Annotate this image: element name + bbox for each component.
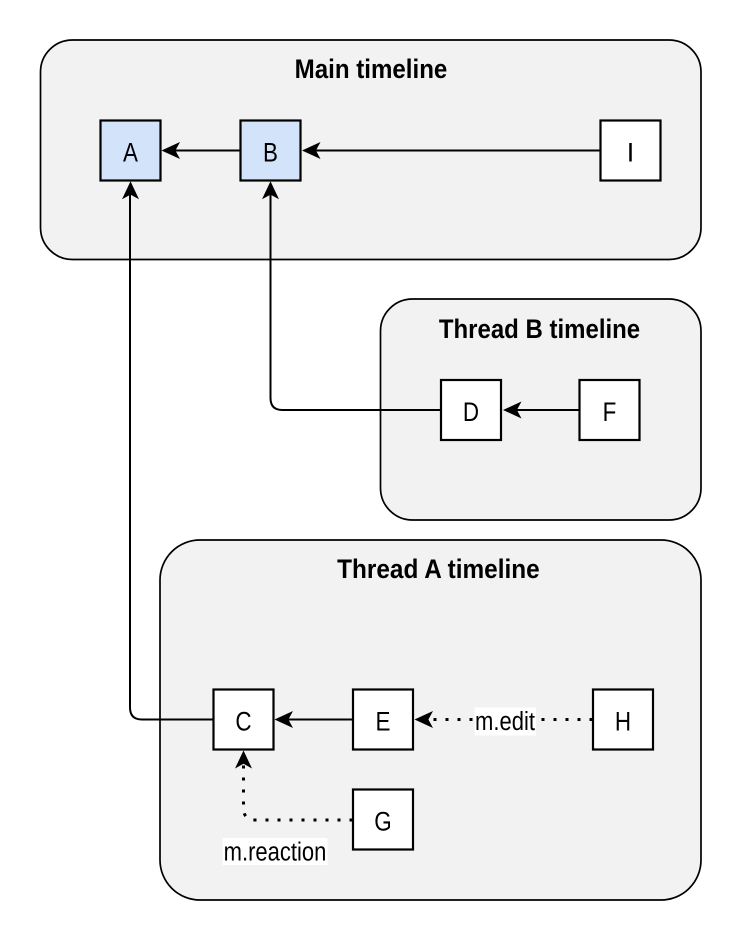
- svg-text:m.edit: m.edit: [475, 707, 535, 736]
- svg-text:m.reaction: m.reaction: [224, 838, 327, 867]
- svg-text:G: G: [374, 807, 391, 836]
- svg-text:D: D: [463, 398, 479, 427]
- svg-text:F: F: [603, 398, 617, 427]
- svg-text:Thread B timeline: Thread B timeline: [439, 315, 640, 345]
- svg-text:A: A: [123, 138, 138, 167]
- svg-text:I: I: [627, 137, 635, 167]
- svg-text:B: B: [263, 138, 278, 167]
- svg-text:Thread A timeline: Thread A timeline: [337, 555, 539, 584]
- svg-text:E: E: [376, 707, 391, 736]
- svg-text:C: C: [235, 707, 251, 736]
- svg-text:H: H: [615, 707, 631, 736]
- svg-text:Main timeline: Main timeline: [295, 55, 448, 85]
